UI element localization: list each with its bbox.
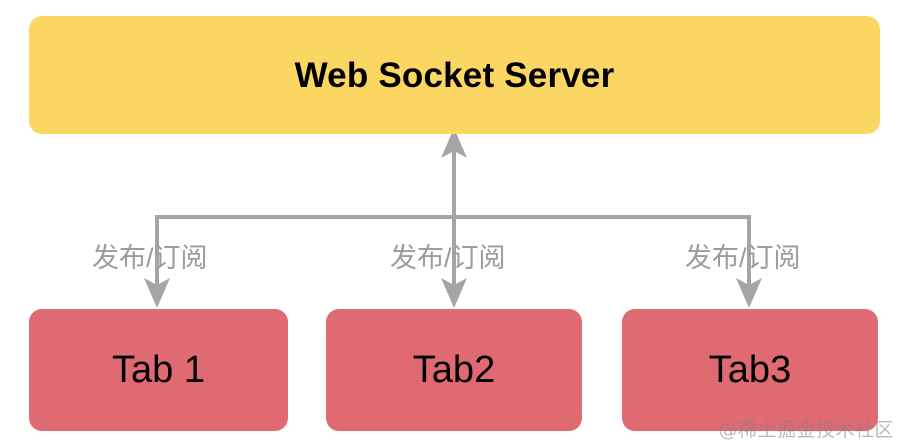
node-label-tab-3: Tab3 <box>708 349 792 391</box>
node-tab-1[interactable]: Tab 1 <box>29 309 288 431</box>
node-tab-2[interactable]: Tab2 <box>326 309 582 431</box>
edge-label-left: 发布/订阅 <box>92 243 208 273</box>
node-web-socket-server[interactable]: Web Socket Server <box>29 16 880 134</box>
node-label-web-socket-server: Web Socket Server <box>294 55 615 95</box>
node-tab-3[interactable]: Tab3 <box>622 309 878 431</box>
node-label-tab-1: Tab 1 <box>112 349 205 391</box>
watermark: @稀土掘金技术社区 <box>718 419 894 441</box>
edge-label-right: 发布/订阅 <box>685 243 801 273</box>
edge-label-center: 发布/订阅 <box>390 243 506 273</box>
edge-uplink-arrow <box>441 128 467 217</box>
node-label-tab-2: Tab2 <box>412 349 496 391</box>
